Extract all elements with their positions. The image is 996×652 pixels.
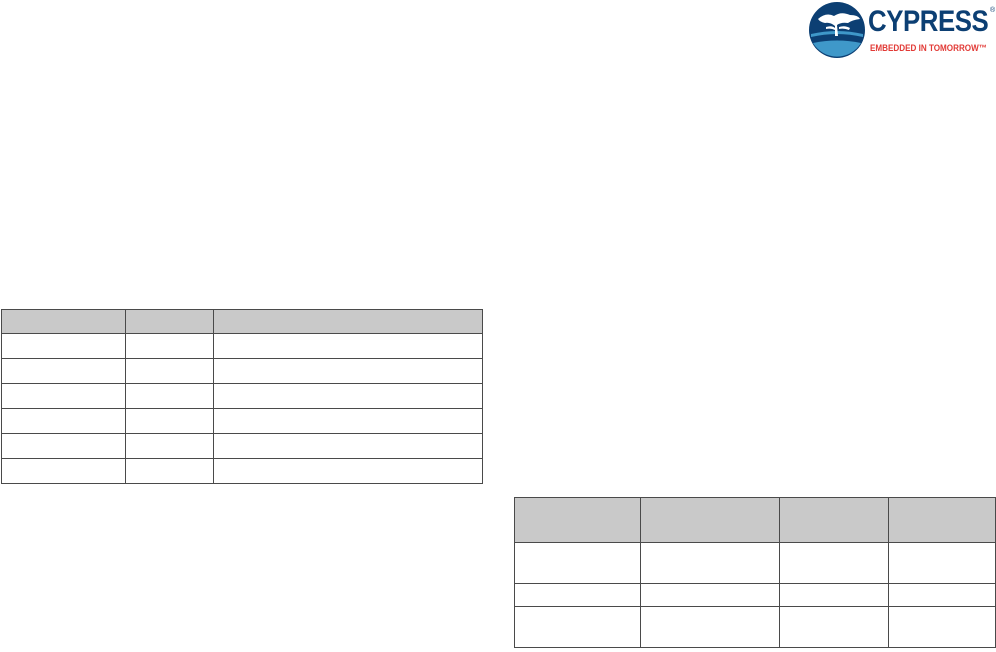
table-1-header-row bbox=[1, 309, 483, 334]
table-2-header-cell bbox=[514, 497, 641, 543]
table-row bbox=[1, 383, 483, 409]
table-cell bbox=[125, 333, 214, 359]
table-cell bbox=[125, 383, 214, 409]
table-row bbox=[1, 408, 483, 434]
table-cell bbox=[779, 606, 889, 648]
cypress-tree-logo-icon bbox=[809, 2, 865, 58]
table-row bbox=[1, 333, 483, 359]
table-cell bbox=[514, 542, 641, 584]
table-cell bbox=[213, 408, 483, 434]
table-cell bbox=[125, 408, 214, 434]
logo-tagline: EMBEDDED IN TOMORROW™ bbox=[870, 43, 987, 53]
table-cell bbox=[1, 358, 126, 384]
cypress-logo: CYPRESS ® EMBEDDED IN TOMORROW™ bbox=[808, 1, 996, 59]
table-cell bbox=[640, 542, 780, 584]
table-1 bbox=[1, 309, 483, 484]
table-cell bbox=[1, 408, 126, 434]
table-cell bbox=[514, 606, 641, 648]
table-cell bbox=[213, 383, 483, 409]
logo-wordmark: CYPRESS bbox=[868, 5, 989, 38]
table-cell bbox=[1, 383, 126, 409]
table-1-header-cell bbox=[1, 309, 126, 334]
table-cell bbox=[213, 333, 483, 359]
table-2 bbox=[514, 497, 996, 648]
table-2-header-cell bbox=[640, 497, 780, 543]
table-cell bbox=[125, 433, 214, 459]
table-cell bbox=[1, 333, 126, 359]
table-cell bbox=[779, 583, 889, 607]
table-cell bbox=[888, 542, 996, 584]
table-cell bbox=[213, 358, 483, 384]
table-cell bbox=[125, 458, 214, 484]
table-cell bbox=[640, 583, 780, 607]
table-row bbox=[514, 583, 996, 607]
table-cell bbox=[213, 458, 483, 484]
table-row bbox=[1, 358, 483, 384]
table-cell bbox=[514, 583, 641, 607]
table-2-header-cell bbox=[779, 497, 889, 543]
table-cell bbox=[779, 542, 889, 584]
table-2-header-cell bbox=[888, 497, 996, 543]
table-row bbox=[1, 458, 483, 484]
table-1-header-cell bbox=[125, 309, 214, 334]
table-cell bbox=[888, 606, 996, 648]
table-cell bbox=[213, 433, 483, 459]
table-2-header-row bbox=[514, 497, 996, 543]
table-row bbox=[1, 433, 483, 459]
table-row bbox=[514, 606, 996, 648]
table-cell bbox=[640, 606, 780, 648]
table-cell bbox=[1, 433, 126, 459]
logo-registered-mark: ® bbox=[990, 7, 996, 14]
table-row bbox=[514, 542, 996, 584]
table-1-header-cell bbox=[213, 309, 483, 334]
table-cell bbox=[1, 458, 126, 484]
table-cell bbox=[888, 583, 996, 607]
table-cell bbox=[125, 358, 214, 384]
